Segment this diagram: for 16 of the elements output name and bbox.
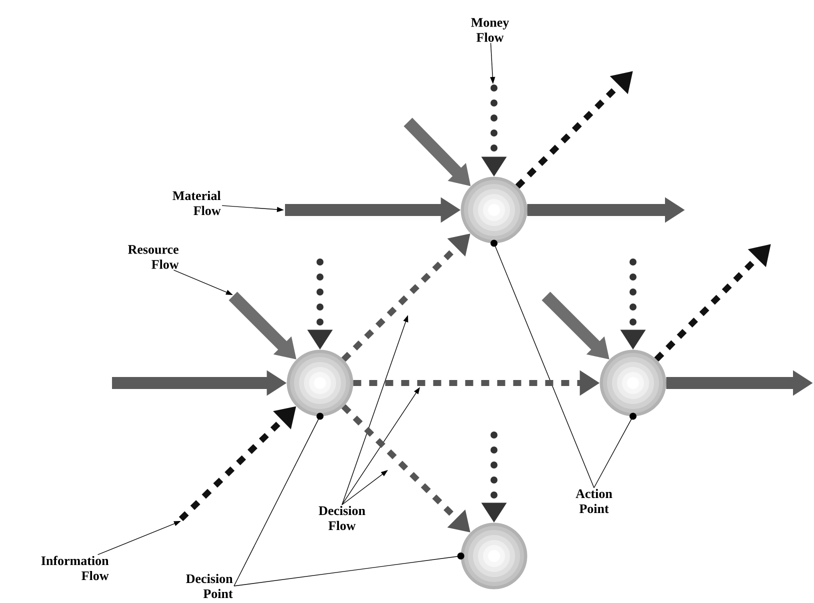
flow-label: Action Point: [576, 488, 612, 514]
leader-line: [342, 470, 388, 506]
sphere: [286, 350, 354, 416]
leader-line: [594, 412, 636, 488]
flow-label: Decision Flow: [318, 506, 366, 530]
leader-line: [490, 240, 594, 488]
sphere: [460, 522, 528, 590]
flow-label: Material Flow: [172, 190, 221, 216]
flow-label: Resource Flow: [128, 245, 179, 269]
sphere: [460, 176, 528, 244]
flow-label: Information Flow: [41, 556, 109, 580]
flow-label: Decision Point: [186, 574, 233, 598]
leader-line: [234, 412, 324, 586]
flow-label: Money Flow: [471, 18, 509, 42]
sphere: [600, 350, 666, 416]
leader-line: [234, 552, 464, 586]
